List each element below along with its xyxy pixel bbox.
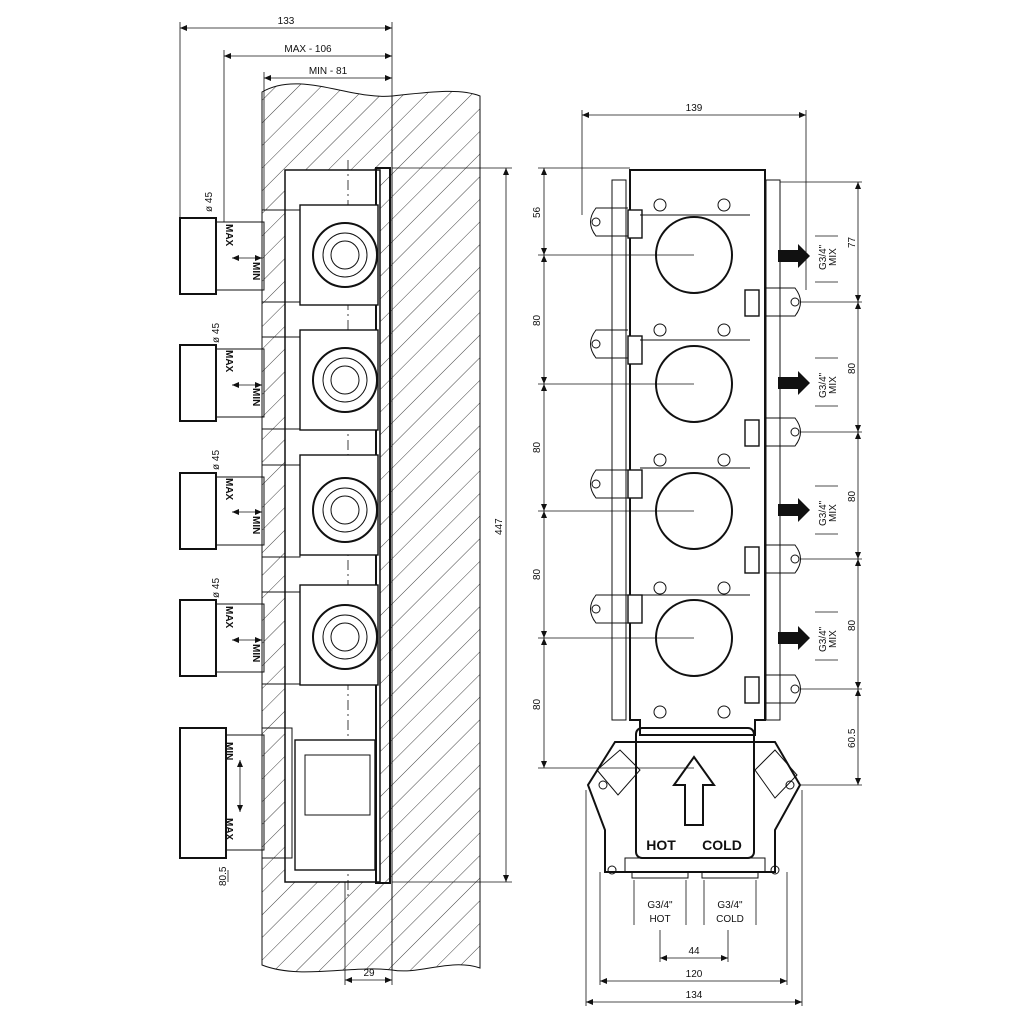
cartridge-1 [299,204,379,306]
cold-label: COLD [702,837,742,853]
cartridge-2 [299,329,379,431]
dim-right-bottom: 60.5 [847,728,858,748]
svg-text:MIX: MIX [828,504,839,522]
max-label: MAX [223,478,234,501]
diverter-block [294,739,376,871]
knob-diameter-label: ø 45 [204,192,215,212]
dim-height: 447 [494,518,505,535]
outlet-arrow-icon [778,371,810,395]
dim-inlet-spacing: 44 [688,946,700,957]
dim-spacing-left: 80 [532,314,543,326]
front-view: G3/4" MIX G3/4" MIX G3/4" MIX G3/4" MIX [532,103,862,1006]
svg-text:HOT: HOT [649,914,670,925]
svg-text:G3/4": G3/4" [818,244,829,270]
dim-spacing-left: 80 [532,441,543,453]
dim-bottom-offset: 80.5 [218,866,229,886]
outlet-label: G3/4" MIX [815,611,839,661]
svg-text:G3/4": G3/4" [717,900,743,911]
max-label: MAX [223,818,234,841]
min-label: MIN [223,742,234,760]
diverter-housing [586,727,802,875]
dim-spacing-right: 80 [847,490,858,502]
dim-spacing-right: 80 [847,362,858,374]
svg-text:MIX: MIX [828,248,839,266]
cartridge-hole-3 [640,453,750,550]
mounting-ears-left [590,207,643,624]
max-label: MAX [223,350,234,373]
dim-spacing-left: 80 [532,568,543,580]
side-view: 133 MAX - 106 MIN - 81 ø 45 ø 45 ø 45 ø … [179,16,512,985]
max-label: MAX [223,606,234,629]
dim-overall-depth: 133 [278,16,295,27]
svg-text:G3/4": G3/4" [647,900,673,911]
outlet-label: G3/4" MIX [815,357,839,407]
min-label: MIN [250,516,261,534]
dim-spacing-right: 80 [847,619,858,631]
outlet-arrow-icon [778,244,810,268]
svg-text:COLD: COLD [716,914,744,925]
knob-3 [179,464,301,558]
knob-diameter-label: ø 45 [211,323,222,343]
outlet-label: G3/4" MIX [815,235,839,283]
outlet-arrow-icon [778,626,810,650]
svg-text:G3/4": G3/4" [818,372,829,398]
cartridge-hole-4 [640,581,750,677]
dim-wall: 29 [363,968,375,979]
dim-width-top: 139 [686,103,703,114]
min-label: MIN [250,644,261,662]
knob-diameter-label: ø 45 [211,450,222,470]
min-label: MIN [250,262,261,280]
svg-text:MIX: MIX [828,376,839,394]
svg-text:MIX: MIX [828,630,839,648]
inlet-hot-label: G3/4" HOT [631,871,689,925]
outlet-label: G3/4" MIX [815,485,839,535]
cartridge-hole-1 [640,198,750,294]
dim-max: MAX - 106 [284,44,332,55]
max-label: MAX [223,224,234,247]
knob-2 [179,336,301,430]
mounting-ears-right [744,287,801,704]
knob-diameter-label: ø 45 [211,578,222,598]
dim-right-top: 77 [847,236,858,248]
dim-width-120: 120 [686,969,703,980]
knob-4 [179,591,301,685]
svg-text:G3/4": G3/4" [818,626,829,652]
dim-min: MIN - 81 [309,66,348,77]
knob-diverter [179,727,293,859]
up-arrow-icon [672,755,716,826]
dim-top-offset: 56 [532,206,543,218]
bottom-lugs [653,705,731,719]
dim-spacing-left: 80 [532,698,543,710]
cartridge-hole-2 [640,323,750,423]
cartridge-3 [299,454,379,556]
cartridge-4 [299,584,379,686]
hot-label: HOT [646,837,676,853]
inlet-cold-label: G3/4" COLD [701,871,759,925]
knob-1 [179,209,301,303]
svg-text:G3/4": G3/4" [818,500,829,526]
min-label: MIN [250,388,261,406]
dim-width-134: 134 [686,990,703,1001]
outlet-arrow-icon [778,498,810,522]
